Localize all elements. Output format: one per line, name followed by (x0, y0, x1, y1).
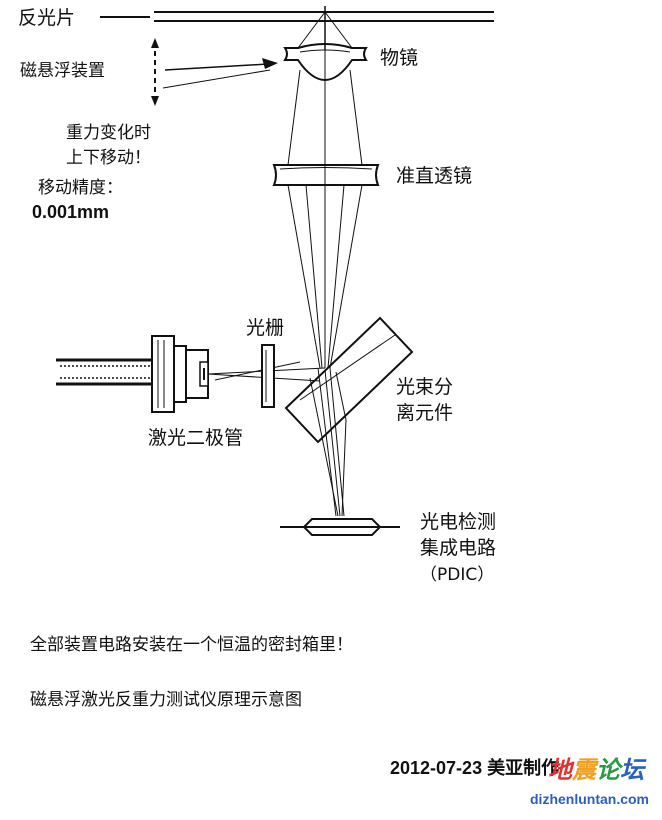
light-beams (287, 11, 363, 369)
label-precision: 移动精度： (38, 178, 123, 198)
beam-splitter (284, 316, 414, 444)
watermark-chinese: 地震论坛 (548, 755, 647, 784)
collimator-lens (272, 164, 380, 186)
label-laser-diode: 激光二极管 (148, 427, 243, 449)
label-pdic-3: （PDIC） (420, 565, 494, 585)
label-collimator: 准直透镜 (396, 165, 472, 187)
pdic (280, 518, 400, 536)
laser-diode (56, 335, 209, 413)
label-precision-value: 0.001mm (32, 202, 109, 222)
label-gravity-2: 上下移动！ (66, 148, 151, 168)
author-note: 2012-07-23 美亚制作 (390, 757, 559, 778)
label-objective: 物镜 (380, 47, 418, 69)
diagram-title: 磁悬浮激光反重力测试仪原理示意图 (30, 690, 302, 710)
label-maglev: 磁悬浮装置 (20, 61, 105, 81)
label-beam-splitter-1: 光束分 (396, 376, 453, 398)
label-gravity-1: 重力变化时 (66, 123, 151, 143)
detector-beams (309, 367, 347, 517)
maglev-arrows (151, 38, 278, 106)
label-beam-splitter-2: 离元件 (396, 402, 453, 424)
forum-watermark: 地震论坛 dizhenluntan.com (530, 755, 649, 807)
grating (261, 344, 275, 408)
label-grating: 光栅 (246, 317, 284, 339)
watermark-url: dizhenluntan.com (530, 791, 649, 807)
note-enclosure: 全部装置电路安装在一个恒温的密封箱里！ (30, 635, 353, 655)
label-pdic-1: 光电检测 (420, 511, 496, 533)
reflector-plate (100, 11, 494, 22)
label-pdic-2: 集成电路 (420, 537, 496, 559)
label-reflector: 反光片 (18, 7, 75, 29)
